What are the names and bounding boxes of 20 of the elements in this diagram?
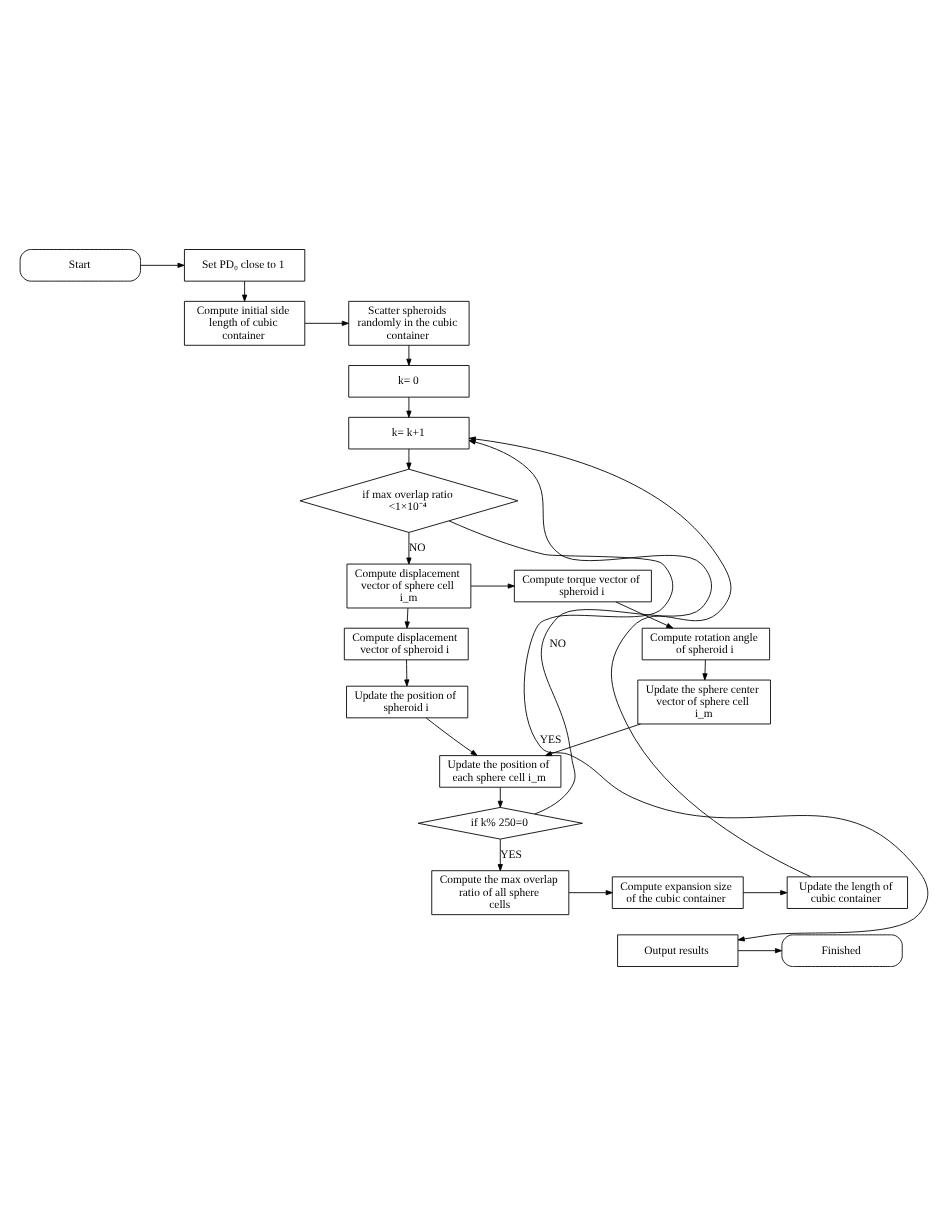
arrow: [304, 319, 349, 325]
arrow: [140, 261, 185, 267]
arrow: [406, 531, 412, 564]
arrow: [425, 716, 478, 755]
arrow: [497, 785, 503, 807]
arrow: [406, 395, 412, 417]
arrow: [742, 889, 788, 895]
arrow: [242, 279, 248, 301]
arrow: [404, 606, 410, 628]
arrow: [702, 658, 708, 680]
arrow: [615, 600, 674, 628]
arrow: [448, 519, 929, 941]
arrow: [737, 947, 782, 953]
arrow: [568, 889, 613, 895]
arrow: [470, 582, 515, 588]
arrow: [544, 722, 641, 756]
arrow: [406, 447, 412, 469]
arrow: [404, 658, 410, 686]
arrow: [406, 344, 412, 365]
arrow: [497, 837, 503, 871]
